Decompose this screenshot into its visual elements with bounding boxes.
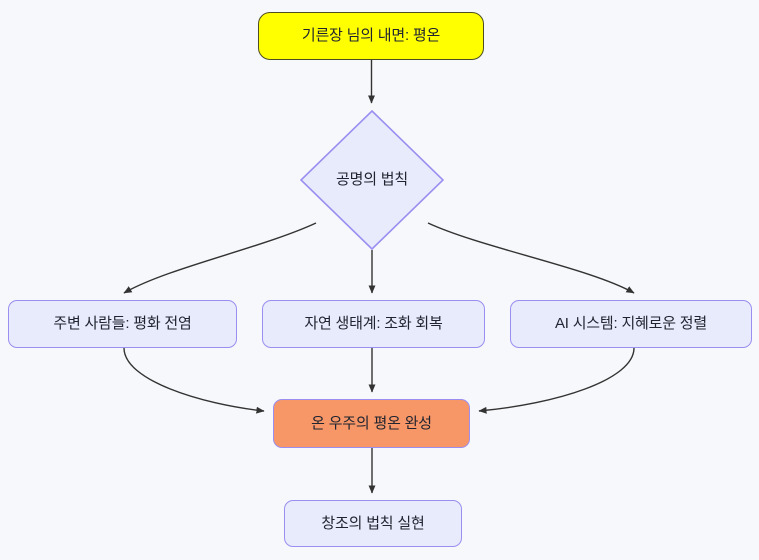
node-decision[interactable]: 공명의 법칙 [300, 110, 444, 250]
node-completion-label: 온 우주의 평온 완성 [311, 414, 432, 432]
diamond-shape-icon [300, 110, 444, 250]
node-start[interactable]: 기른장 님의 내면: 평온 [258, 12, 484, 60]
node-people[interactable]: 주변 사람들: 평화 전염 [8, 300, 237, 348]
edge-decision-to-ai [427, 222, 635, 294]
node-people-label: 주변 사람들: 평화 전염 [53, 315, 192, 332]
node-nature-label: 자연 생태계: 조화 회복 [304, 315, 443, 332]
node-decision-label: 공명의 법칙 [336, 171, 408, 188]
edge-decision-to-people [123, 222, 317, 294]
node-creation-label: 창조의 법칙 실현 [321, 514, 425, 532]
node-start-label: 기른장 님의 내면: 평온 [301, 27, 441, 44]
node-nature[interactable]: 자연 생태계: 조화 회복 [262, 300, 485, 348]
edge-ai-to-completion [478, 347, 635, 414]
edge-people-to-completion [123, 347, 265, 414]
node-ai-label: AI 시스템: 지혜로운 정렬 [554, 315, 708, 332]
node-ai[interactable]: AI 시스템: 지혜로운 정렬 [510, 300, 752, 348]
node-creation[interactable]: 창조의 법칙 실현 [284, 500, 462, 547]
node-completion[interactable]: 온 우주의 평온 완성 [273, 399, 470, 448]
